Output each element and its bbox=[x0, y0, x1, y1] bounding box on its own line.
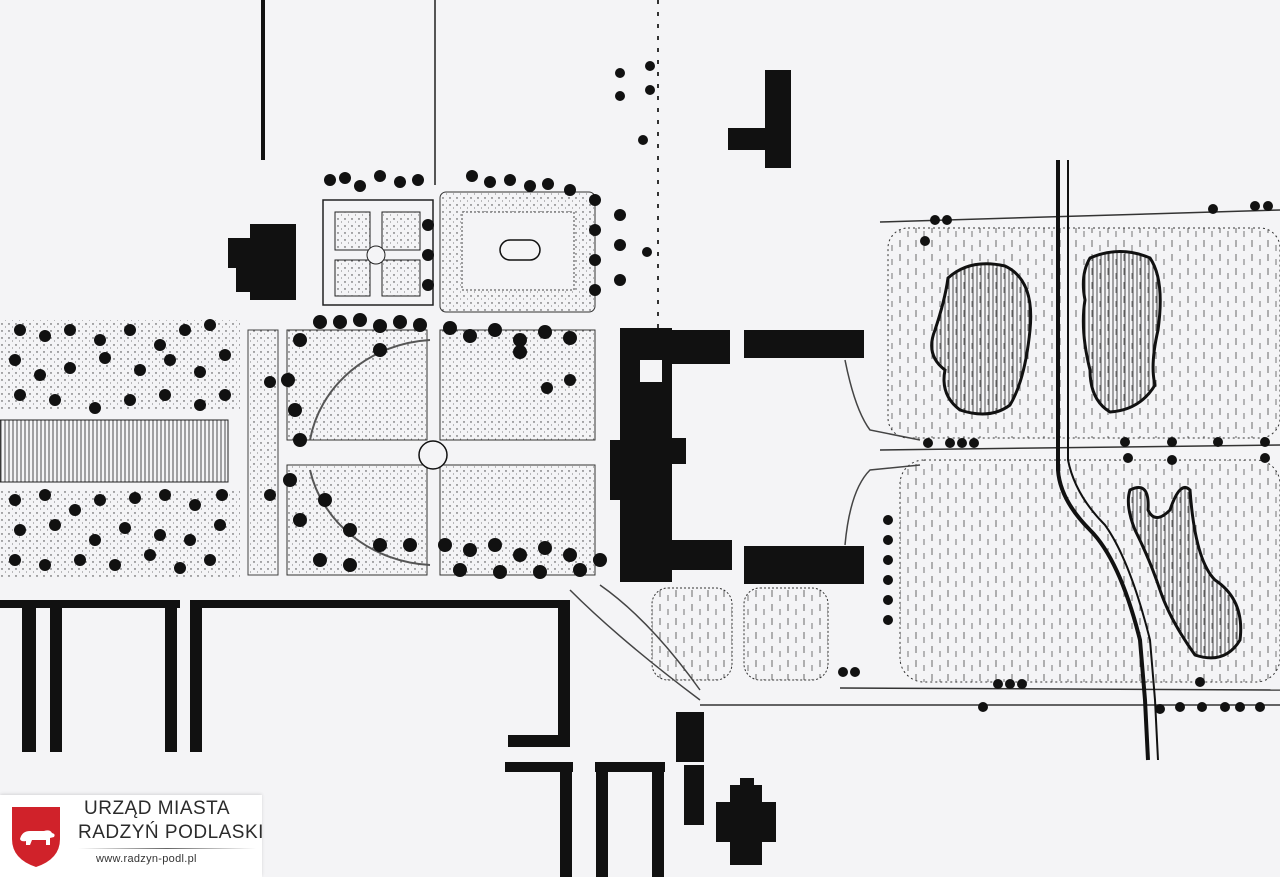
south-outbuildings bbox=[0, 600, 776, 877]
palace-main-building bbox=[610, 328, 864, 584]
logo-url[interactable]: www.radzyn-podl.pl bbox=[96, 853, 197, 865]
logo-title-line1: URZĄD MIASTA bbox=[84, 798, 231, 819]
ponds bbox=[930, 250, 1243, 660]
north-building bbox=[728, 70, 791, 168]
tree-rows bbox=[615, 61, 1273, 714]
stream bbox=[1056, 160, 1159, 761]
city-office-logo: URZĄD MIASTA RADZYŃ PODLASKI www.radzyn-… bbox=[0, 795, 264, 877]
upper-garden bbox=[439, 191, 596, 313]
logo-title-line2: RADZYŃ PODLASKI bbox=[78, 822, 264, 843]
bear-shield-icon bbox=[12, 807, 60, 867]
formal-parterre bbox=[322, 199, 434, 306]
forecourt-lawns bbox=[651, 587, 829, 681]
west-building bbox=[228, 224, 296, 300]
logo-divider bbox=[78, 848, 256, 849]
driveway bbox=[569, 359, 921, 701]
tree-clusters bbox=[9, 170, 626, 579]
north-avenue-lines bbox=[261, 0, 659, 330]
